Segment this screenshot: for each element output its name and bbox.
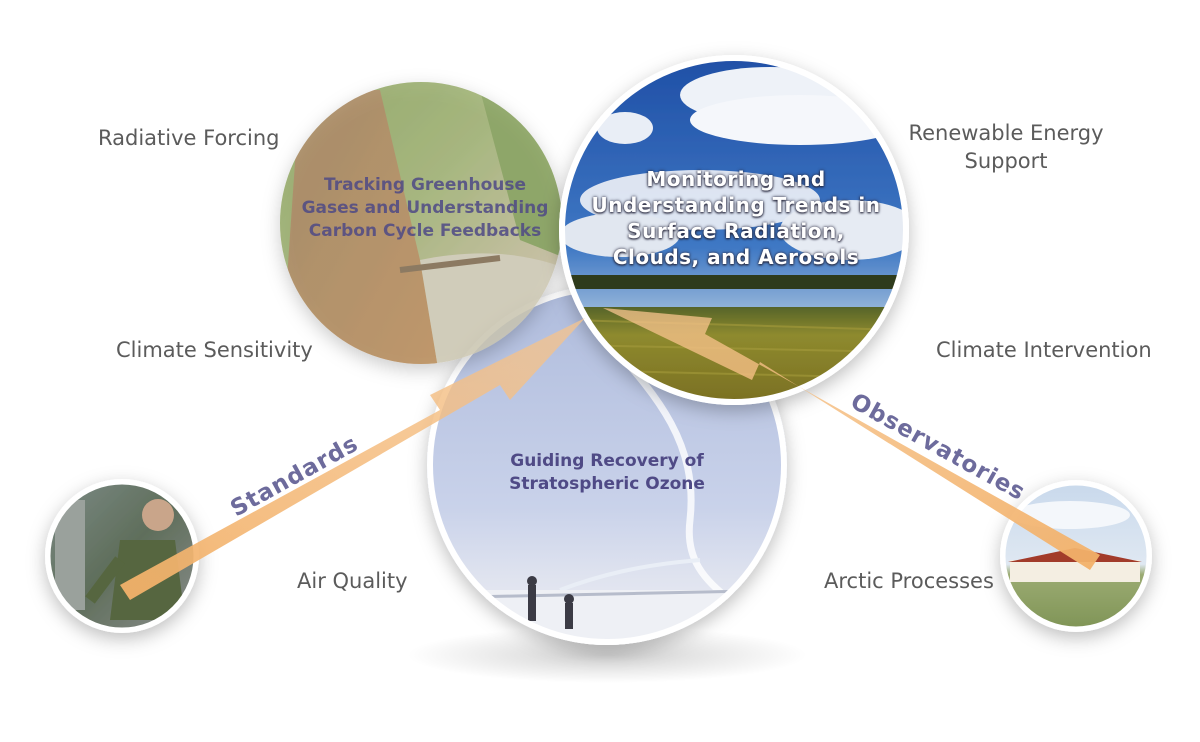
greenhouse-title-line: Tracking Greenhouse [323, 175, 527, 195]
greenhouse-title-line: Gases and Understanding [301, 198, 549, 218]
topic-renewable-energy-support: Renewable Energy Support [906, 119, 1106, 175]
greenhouse-title-line: Carbon Cycle Feedbacks [308, 221, 542, 241]
topic-renewable-line: Renewable Energy [908, 121, 1104, 145]
radiation-title-line: Monitoring and [646, 167, 826, 191]
topic-air-quality: Air Quality [297, 569, 408, 593]
radiation-title-line: Understanding Trends in [591, 193, 881, 217]
ozone-title: Guiding Recovery of Stratospheric Ozone [487, 450, 727, 496]
observatories-arrow [603, 308, 1100, 570]
radiation-title-line: Clouds, and Aerosols [612, 245, 860, 269]
radiation-title-line: Surface Radiation, [627, 219, 845, 243]
standards-arrow [120, 318, 585, 600]
topic-climate-intervention: Climate Intervention [936, 338, 1152, 362]
topic-climate-sensitivity: Climate Sensitivity [116, 338, 313, 362]
topic-arctic-processes: Arctic Processes [824, 569, 994, 593]
ozone-ground-shadow [407, 627, 807, 683]
observatories-label: Observatories [846, 389, 1030, 507]
topic-radiative-forcing: Radiative Forcing [98, 126, 280, 150]
topic-renewable-line: Support [964, 149, 1048, 173]
ozone-title-line: Stratospheric Ozone [509, 474, 705, 494]
radiation-title: Monitoring and Understanding Trends in S… [576, 166, 896, 270]
greenhouse-title: Tracking Greenhouse Gases and Understand… [290, 174, 560, 243]
ozone-title-line: Guiding Recovery of [510, 451, 704, 471]
